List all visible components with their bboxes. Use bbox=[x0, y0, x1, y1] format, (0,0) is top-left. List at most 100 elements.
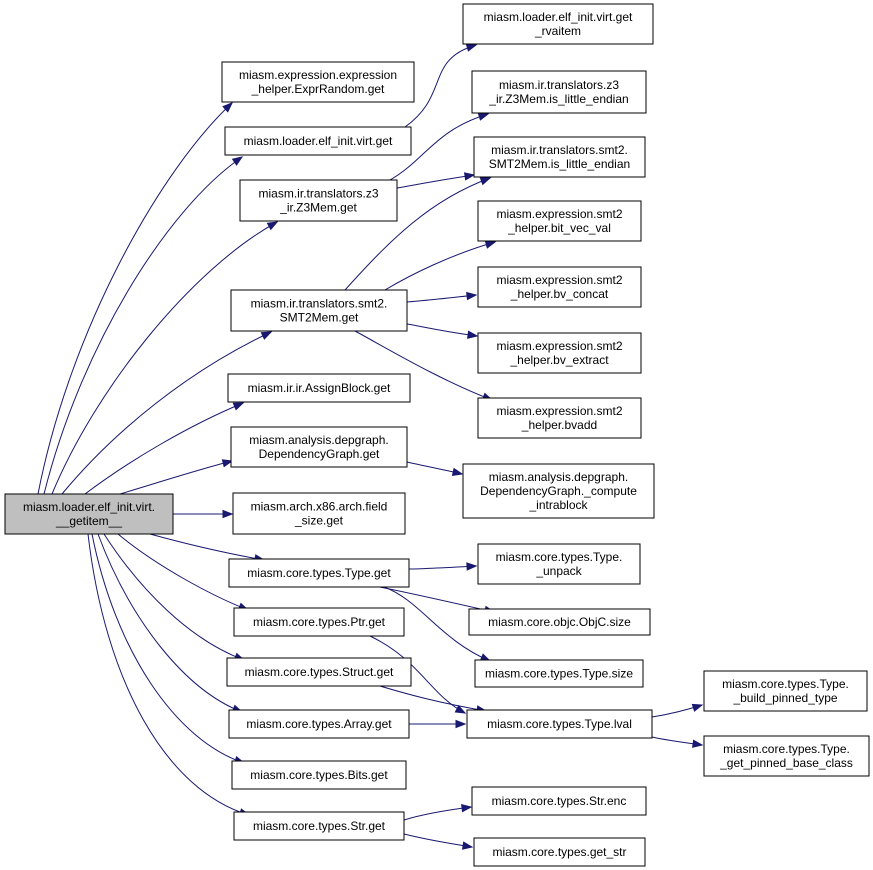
edge-root-to-field_size_get bbox=[172, 509, 234, 519]
node-label: miasm.core.types.Type.lval bbox=[487, 717, 632, 731]
node-box bbox=[4, 493, 174, 535]
edge-type_lval-to-get_pinned_base bbox=[651, 736, 704, 748]
node-struct-get[interactable]: miasm.core.types.Struct.get bbox=[226, 657, 412, 687]
arrowhead-icon bbox=[455, 719, 467, 729]
node-box bbox=[228, 709, 410, 739]
node-label: miasm.core.types.Type. bbox=[722, 677, 849, 691]
node-box bbox=[226, 657, 412, 687]
arrowhead-icon bbox=[221, 459, 234, 468]
node-label: _helper.ExprRandom.get bbox=[251, 82, 385, 96]
node-str-enc[interactable]: miasm.core.types.Str.enc bbox=[471, 786, 647, 816]
arrowhead-icon bbox=[266, 221, 279, 231]
arrowhead-icon bbox=[692, 739, 704, 748]
node-bit-vec-val[interactable]: miasm.expression.smt2_helper.bit_vec_val bbox=[477, 200, 642, 242]
node-box bbox=[224, 126, 412, 156]
node-field-size-get[interactable]: miasm.arch.x86.arch.field_size.get bbox=[232, 492, 406, 535]
node-bvadd[interactable]: miasm.expression.smt2_helper.bvadd bbox=[477, 397, 642, 439]
node-label: miasm.core.types.Bits.get bbox=[250, 768, 388, 782]
edge-root-to-array_get bbox=[97, 533, 244, 713]
node-type-lval[interactable]: miasm.core.types.Type.lval bbox=[466, 709, 653, 739]
edge-line bbox=[97, 533, 243, 713]
node-objc-size[interactable]: miasm.core.objc.ObjC.size bbox=[468, 608, 651, 636]
node-label: miasm.loader.elf_init.virt. bbox=[23, 500, 155, 514]
node-type-size[interactable]: miasm.core.types.Type.size bbox=[474, 659, 644, 688]
node-exprrandom-get[interactable]: miasm.expression.expression_helper.ExprR… bbox=[221, 61, 415, 103]
edge-smt2mem_get-to-bv_extract bbox=[406, 323, 479, 339]
node-label: miasm.ir.translators.smt2. bbox=[251, 297, 388, 311]
root-node[interactable]: miasm.loader.elf_init.virt.__getitem__ bbox=[4, 493, 174, 535]
node-rvaitem[interactable]: miasm.loader.elf_init.virt.get_rvaitem bbox=[462, 3, 654, 45]
node-z3mem-get[interactable]: miasm.ir.translators.z3_ir.Z3Mem.get bbox=[239, 179, 398, 222]
node-build-pinned[interactable]: miasm.core.types.Type._build_pinned_type bbox=[703, 670, 868, 712]
edge-line bbox=[84, 402, 244, 495]
edge-root-to-type_get bbox=[149, 533, 266, 563]
node-label: miasm.expression.smt2 bbox=[496, 207, 622, 221]
node-label: _size.get bbox=[294, 514, 344, 528]
edge-line bbox=[396, 174, 475, 189]
edge-line bbox=[87, 533, 250, 816]
node-box bbox=[473, 837, 646, 867]
node-label: miasm.ir.translators.z3 bbox=[258, 187, 378, 201]
node-box bbox=[477, 397, 642, 439]
node-smt2-little[interactable]: miasm.ir.translators.smt2.SMT2Mem.is_lit… bbox=[473, 136, 646, 178]
node-virt-get[interactable]: miasm.loader.elf_init.virt.get bbox=[224, 126, 412, 156]
node-label: DependencyGraph.get bbox=[259, 447, 380, 461]
node-box bbox=[462, 463, 655, 519]
edge-array_get-to-type_lval bbox=[408, 719, 467, 729]
edge-line bbox=[43, 156, 243, 495]
node-label: _helper.bv_concat bbox=[510, 287, 609, 301]
edge-line bbox=[406, 323, 478, 337]
node-array-get[interactable]: miasm.core.types.Array.get bbox=[228, 709, 410, 739]
node-box bbox=[471, 70, 647, 114]
node-z3-little[interactable]: miasm.ir.translators.z3_ir.Z3Mem.is_litt… bbox=[471, 70, 647, 114]
node-box bbox=[477, 332, 642, 374]
edge-line bbox=[37, 102, 233, 495]
node-depgraph-get[interactable]: miasm.analysis.depgraph.DependencyGraph.… bbox=[230, 426, 408, 468]
node-get-str[interactable]: miasm.core.types.get_str bbox=[473, 837, 646, 867]
node-compute-intrablock[interactable]: miasm.analysis.depgraph.DependencyGraph.… bbox=[462, 463, 655, 519]
node-label: miasm.core.types.Type. bbox=[496, 550, 623, 564]
node-label: _get_pinned_base_class bbox=[719, 756, 853, 770]
edge-line bbox=[119, 460, 233, 495]
node-layer: miasm.loader.elf_init.virt.__getitem__mi… bbox=[4, 3, 870, 867]
node-box bbox=[477, 543, 641, 585]
node-bits-get[interactable]: miasm.core.types.Bits.get bbox=[231, 760, 407, 790]
node-ptr-get[interactable]: miasm.core.types.Ptr.get bbox=[233, 607, 405, 637]
edge-z3mem_get-to-z3_little bbox=[389, 112, 490, 181]
node-label: miasm.analysis.depgraph. bbox=[489, 470, 628, 484]
edge-smt2mem_get-to-bv_concat bbox=[406, 291, 478, 303]
arrowhead-icon bbox=[466, 562, 478, 571]
edge-str_get-to-get_str bbox=[403, 833, 474, 850]
node-assignblock-get[interactable]: miasm.ir.ir.AssignBlock.get bbox=[227, 373, 411, 403]
node-label: miasm.core.types.Type. bbox=[723, 742, 850, 756]
node-box bbox=[477, 266, 642, 308]
node-bv-concat[interactable]: miasm.expression.smt2_helper.bv_concat bbox=[477, 266, 642, 308]
node-box bbox=[462, 3, 654, 45]
node-label: _ir.Z3Mem.is_little_endian bbox=[488, 92, 628, 106]
edge-root-to-str_get bbox=[87, 533, 251, 817]
node-bv-extract[interactable]: miasm.expression.smt2_helper.bv_extract bbox=[477, 332, 642, 374]
node-box bbox=[474, 659, 644, 688]
edge-line bbox=[369, 635, 466, 714]
edge-smt2mem_get-to-bit_vec_val bbox=[384, 240, 497, 291]
node-type-unpack[interactable]: miasm.core.types.Type._unpack bbox=[477, 543, 641, 585]
node-box bbox=[466, 709, 653, 739]
node-label: miasm.ir.translators.smt2. bbox=[491, 143, 628, 157]
node-box bbox=[232, 492, 406, 535]
edge-struct_get-to-type_lval bbox=[379, 685, 488, 714]
edge-root-to-exprrandom_get bbox=[37, 102, 234, 495]
node-label: _intrablock bbox=[528, 498, 588, 512]
node-type-get[interactable]: miasm.core.types.Type.get bbox=[228, 558, 410, 588]
node-smt2mem-get[interactable]: miasm.ir.translators.smt2.SMT2Mem.get bbox=[230, 289, 408, 332]
node-box bbox=[233, 811, 405, 841]
arrowhead-icon bbox=[260, 331, 273, 340]
node-label: miasm.ir.translators.z3 bbox=[499, 78, 619, 92]
edge-line bbox=[379, 685, 487, 712]
node-get-pinned-base[interactable]: miasm.core.types.Type._get_pinned_base_c… bbox=[703, 735, 870, 777]
node-str-get[interactable]: miasm.core.types.Str.get bbox=[233, 811, 405, 841]
arrowhead-icon bbox=[479, 177, 492, 186]
edge-line bbox=[404, 44, 477, 128]
edge-root-to-smt2mem_get bbox=[61, 331, 273, 495]
node-box bbox=[471, 786, 647, 816]
arrowhead-icon bbox=[222, 509, 234, 519]
